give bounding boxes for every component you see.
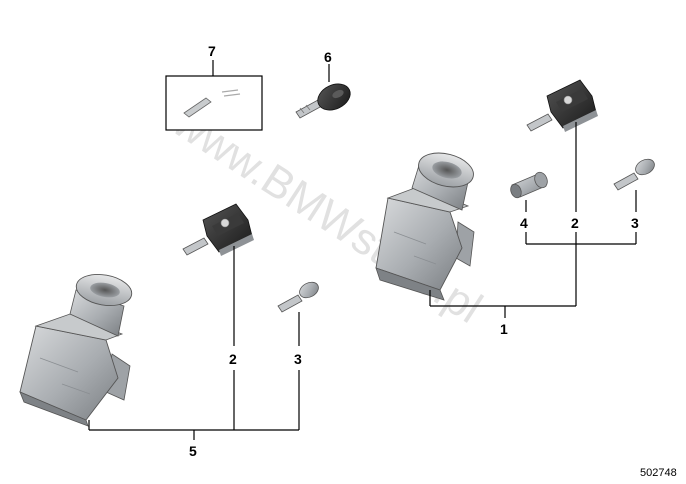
callout-1: 1 xyxy=(500,321,508,337)
ignition-lock-icon xyxy=(19,273,133,427)
callout-4: 4 xyxy=(520,215,528,231)
callout-3-top: 3 xyxy=(631,215,639,231)
callout-2-bottom: 2 xyxy=(229,351,237,367)
remote-key-fob-icon xyxy=(526,79,598,132)
remote-key-fob-icon xyxy=(182,203,254,256)
callout-7: 7 xyxy=(208,43,216,59)
callout-2-top: 2 xyxy=(571,215,579,231)
lock-cylinder-icon xyxy=(510,171,548,199)
key-tag-part xyxy=(165,75,263,131)
ignition-key-icon xyxy=(613,158,655,191)
ignition-key-icon xyxy=(295,83,351,119)
callout-3-bottom: 3 xyxy=(294,351,302,367)
callout-5: 5 xyxy=(189,443,197,459)
callout-6: 6 xyxy=(324,49,332,65)
document-number: 502748 xyxy=(640,467,677,479)
ignition-lock-icon xyxy=(375,152,475,301)
ignition-key-icon xyxy=(277,281,319,313)
label-tag-icon xyxy=(183,89,241,118)
